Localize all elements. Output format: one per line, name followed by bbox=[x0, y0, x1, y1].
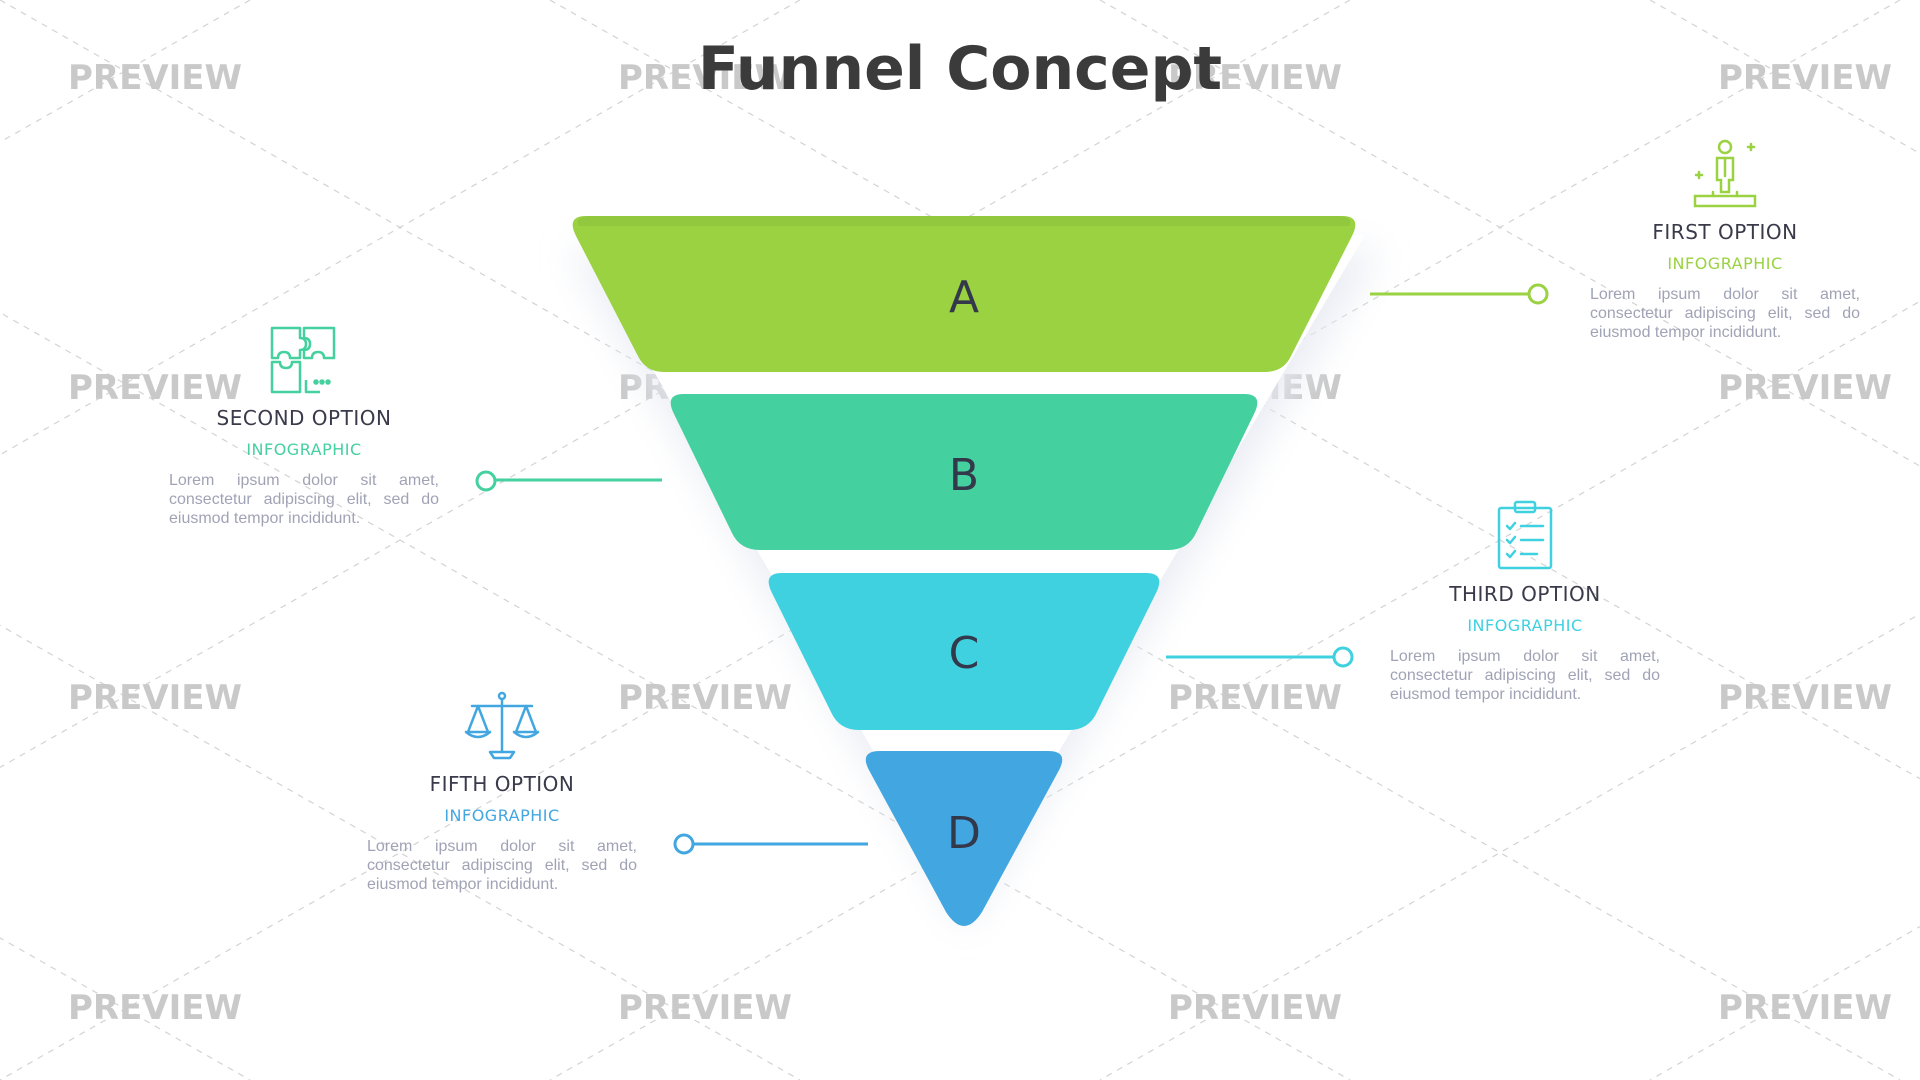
funnel-level-a-shade bbox=[577, 216, 1351, 226]
watermark-line bbox=[1099, 0, 1920, 467]
fifth-option-title: FIFTH OPTION bbox=[429, 772, 575, 796]
person-on-podium-icon bbox=[1693, 139, 1757, 208]
funnel-level-b bbox=[670, 394, 1258, 550]
fifth-option-text: Lorem ipsum dolor sit amet, consectetur … bbox=[367, 838, 637, 893]
funnel-level-d bbox=[865, 751, 1063, 926]
balance-scale-icon bbox=[464, 691, 540, 760]
connector-second bbox=[475, 470, 662, 492]
third-option-block: THIRD OPTION INFOGRAPHIC Lorem ipsum dol… bbox=[1375, 500, 1675, 704]
connector-fifth bbox=[673, 833, 868, 855]
first-option-text: Lorem ipsum dolor sit amet, consectetur … bbox=[1590, 286, 1860, 341]
first-option-subtitle: INFOGRAPHIC bbox=[1667, 254, 1783, 273]
connector-third bbox=[1166, 646, 1354, 668]
fifth-option-block: FIFTH OPTION INFOGRAPHIC Lorem ipsum dol… bbox=[352, 690, 652, 894]
third-option-title: THIRD OPTION bbox=[1449, 582, 1601, 606]
funnel-level-c bbox=[768, 573, 1160, 730]
funnel-label-a: A bbox=[949, 272, 979, 323]
watermark-line bbox=[0, 0, 1351, 769]
first-option-block: FIRST OPTION INFOGRAPHIC Lorem ipsum dol… bbox=[1575, 138, 1875, 342]
clipboard-checklist-icon bbox=[1497, 500, 1553, 570]
first-option-title: FIRST OPTION bbox=[1652, 220, 1798, 244]
second-option-block: SECOND OPTION INFOGRAPHIC Lorem ipsum do… bbox=[154, 324, 454, 528]
second-option-subtitle: INFOGRAPHIC bbox=[246, 440, 362, 459]
second-option-text: Lorem ipsum dolor sit amet, consectetur … bbox=[169, 472, 439, 527]
third-option-subtitle: INFOGRAPHIC bbox=[1467, 616, 1583, 635]
funnel-label-c: C bbox=[949, 628, 980, 679]
watermark-line bbox=[0, 0, 801, 456]
funnel-level-a bbox=[572, 216, 1356, 372]
funnel-label-b: B bbox=[949, 450, 979, 501]
connector-first bbox=[1370, 283, 1549, 305]
third-option-text: Lorem ipsum dolor sit amet, consectetur … bbox=[1390, 648, 1660, 703]
fifth-option-subtitle: INFOGRAPHIC bbox=[444, 806, 560, 825]
page-title: Funnel Concept bbox=[697, 34, 1223, 104]
funnel-label-d: D bbox=[947, 808, 981, 859]
second-option-title: SECOND OPTION bbox=[216, 406, 392, 430]
puzzle-icon bbox=[270, 326, 336, 394]
